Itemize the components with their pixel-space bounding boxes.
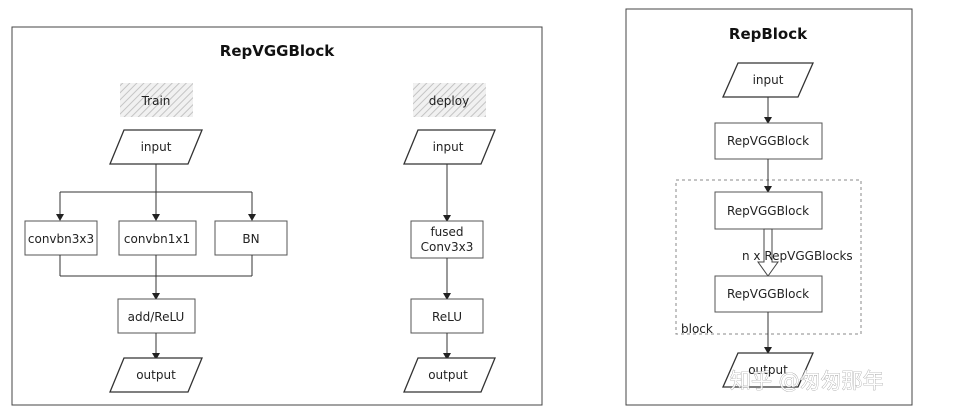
convbn1x1-node — [118, 220, 197, 256]
train-output-node — [109, 357, 203, 393]
convbn3x3-node — [24, 220, 98, 256]
deploy-tag-label: deploy — [429, 94, 469, 108]
arrow-to-bn — [248, 214, 256, 221]
deploy-output-label: output — [428, 368, 468, 382]
repeat-label: n x RepVGGBlocks — [742, 249, 853, 263]
fused-conv3x3-node — [410, 220, 484, 259]
arrow-to-add-relu — [152, 293, 160, 300]
bn-label: BN — [242, 232, 259, 246]
convbn3x3-label: convbn3x3 — [28, 232, 94, 246]
repeated-repvggblock-b-label: RepVGGBlock — [727, 287, 809, 301]
train-tag — [120, 83, 193, 117]
train-input-label: input — [141, 140, 172, 154]
train-tag-label: Train — [141, 94, 171, 108]
repeated-repvggblock-a-node — [714, 191, 823, 230]
first-repvggblock-node — [714, 122, 823, 160]
repeated-repvggblock-b-node — [714, 275, 823, 313]
repeated-repvggblock-a-label: RepVGGBlock — [727, 204, 809, 218]
deploy-tag — [413, 83, 486, 117]
deploy-relu-label: ReLU — [432, 310, 462, 324]
arrow-to-convbn1x1 — [152, 214, 160, 221]
arrow-to-first-block — [764, 117, 772, 124]
watermark-text: 知乎 @匆匆那年 — [730, 369, 884, 393]
fused-label-line2: Conv3x3 — [421, 240, 474, 254]
repblock-input-label: input — [753, 73, 784, 87]
repblock-input-node — [722, 62, 814, 98]
repblock-output-label: output — [748, 363, 788, 377]
add-relu-node — [117, 298, 196, 334]
repblock-output-node — [722, 352, 814, 388]
arrow-to-convbn3x3 — [56, 214, 64, 221]
deploy-output-node — [403, 357, 496, 393]
arrow-to-deploy-output — [443, 353, 451, 360]
repvggblock-title: RepVGGBlock — [220, 42, 335, 60]
arrow-to-fused-conv — [443, 215, 451, 222]
bn-node — [214, 220, 288, 256]
group-label: block — [681, 322, 713, 336]
arrow-to-repeated-block-a — [764, 186, 772, 193]
train-input-node — [109, 129, 203, 165]
deploy-relu-node — [410, 298, 484, 334]
convbn1x1-label: convbn1x1 — [124, 232, 190, 246]
repblock-title: RepBlock — [729, 25, 808, 43]
deploy-input-label: input — [433, 140, 464, 154]
arrow-to-deploy-relu — [443, 293, 451, 300]
first-repvggblock-label: RepVGGBlock — [727, 134, 809, 148]
arrow-to-repblock-output — [764, 347, 772, 354]
arrow-to-train-output — [152, 353, 160, 360]
fused-label-line1: fused — [430, 225, 463, 239]
add-relu-label: add/ReLU — [128, 310, 185, 324]
deploy-input-node — [403, 129, 496, 165]
repeat-arrow-icon — [757, 228, 779, 277]
train-output-label: output — [136, 368, 176, 382]
